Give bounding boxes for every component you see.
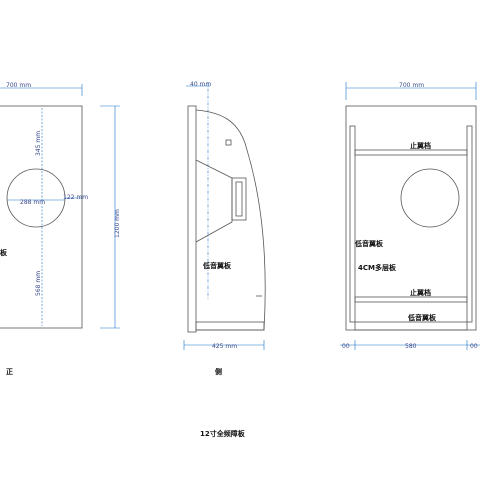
side-driver-magnet-inner (235, 181, 243, 217)
rear-bottom-board (354, 321, 468, 331)
front-panel (0, 105, 83, 329)
front-width-dim: 700 mm (6, 82, 31, 89)
rear-bottom-rail (354, 296, 468, 303)
rear-speaker-hole (400, 168, 460, 228)
rear-top-rail (354, 149, 468, 156)
side-board-label: 低音翼板 (202, 261, 232, 270)
front-speaker-hole (6, 168, 66, 228)
rear-view: 700 mm 止翼档 低音翼板 4CM多层板 止翼档 低音翼板 00 580 0… (340, 82, 480, 350)
front-height-dim: 1200 mm (114, 209, 121, 238)
side-small-square (225, 139, 232, 146)
rear-bass-wing-1: 低音翼板 (354, 239, 384, 248)
side-curved-panel (195, 109, 266, 331)
rear-stop-bottom: 止翼档 (410, 288, 431, 297)
rear-multilayer: 4CM多层板 (358, 263, 397, 272)
side-top-dim: 40 mm (190, 81, 211, 88)
rear-dim-mid: 580 (405, 343, 417, 350)
rear-dim-right: 00 (470, 343, 478, 350)
side-view: 40 mm 低音翼板 425 mm 侧 (183, 81, 266, 376)
rear-right-post (466, 125, 473, 323)
rear-bass-wing-2: 低音翼板 (407, 313, 437, 322)
front-view: 700 mm 345 mm 568 mm 288 mm 122 mm 板 120… (0, 82, 121, 376)
rear-width-dim: 700 mm (399, 82, 424, 89)
side-caption: 侧 (215, 367, 222, 376)
rear-dim-left: 00 (342, 343, 350, 350)
side-driver-magnet (231, 177, 247, 221)
rear-left-post (349, 125, 356, 323)
side-bottom-dim: 425 mm (212, 343, 237, 350)
side-driver-cone (195, 159, 233, 243)
rear-stop-top: 止翼档 (410, 141, 431, 150)
front-top-dim: 345 mm (35, 131, 42, 156)
side-front-baffle (187, 105, 197, 333)
front-hole-dim: 288 mm (20, 199, 45, 206)
front-board-label: 板 (0, 248, 8, 257)
side-bottom-board (195, 321, 265, 331)
front-bottom-dim: 568 mm (35, 271, 42, 296)
drawing-title: 12寸全频障板 (200, 429, 246, 438)
front-caption: 正 (6, 368, 13, 376)
front-hole-side-dim: 122 mm (63, 194, 88, 201)
